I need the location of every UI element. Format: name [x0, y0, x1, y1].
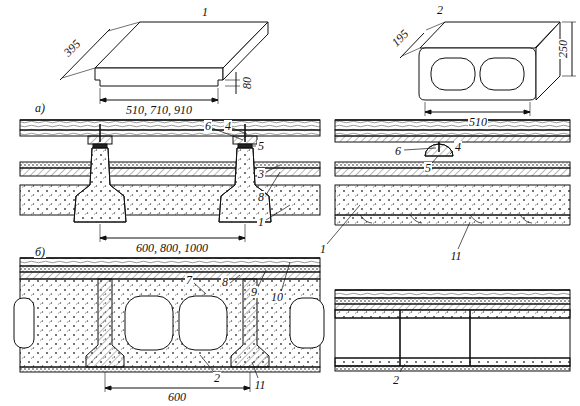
- section-mark: а): [34, 102, 46, 114]
- callout-number: 10: [270, 291, 284, 303]
- filler-slab-view: [60, 22, 268, 104]
- callout-number: 4: [224, 120, 232, 132]
- callout-number: 4: [454, 141, 462, 153]
- callout-number: 9: [250, 286, 258, 298]
- callout-number: 5: [424, 162, 432, 174]
- callout-number: 8: [257, 191, 265, 203]
- section-b-cross: [14, 258, 324, 392]
- callout-number: 11: [449, 250, 462, 262]
- callout-number: 2: [392, 374, 400, 386]
- callout-number: 7: [185, 274, 193, 286]
- callout-number: 8: [221, 276, 229, 288]
- callout-number: 1: [319, 243, 327, 255]
- callout-number: 1: [201, 6, 209, 18]
- section-a-cross: [20, 120, 320, 242]
- section-a-longitudinal: [327, 120, 570, 249]
- dimension-label: 80: [241, 76, 253, 90]
- dimension-label: 195: [389, 27, 412, 50]
- section-b-longitudinal: [335, 290, 570, 372]
- dimension-label: 510, 710, 910: [125, 104, 193, 116]
- hollow-block-view: [400, 22, 576, 116]
- dimension-label: 600: [167, 391, 187, 403]
- callout-number: 2: [436, 4, 444, 16]
- dimension-label: 395: [61, 37, 84, 60]
- dimension-label: 600, 800, 1000: [135, 242, 209, 254]
- callout-number: 5: [257, 140, 265, 152]
- callout-number: 6: [394, 145, 402, 157]
- callout-number: 11: [253, 379, 266, 391]
- dimension-label: 510: [468, 116, 488, 128]
- callout-number: 2: [213, 372, 221, 384]
- callout-number: 6: [204, 120, 212, 132]
- callout-number: 1: [257, 216, 265, 228]
- section-mark: б): [34, 246, 46, 258]
- dimension-label: 250: [557, 39, 569, 59]
- callout-number: 3: [257, 168, 265, 180]
